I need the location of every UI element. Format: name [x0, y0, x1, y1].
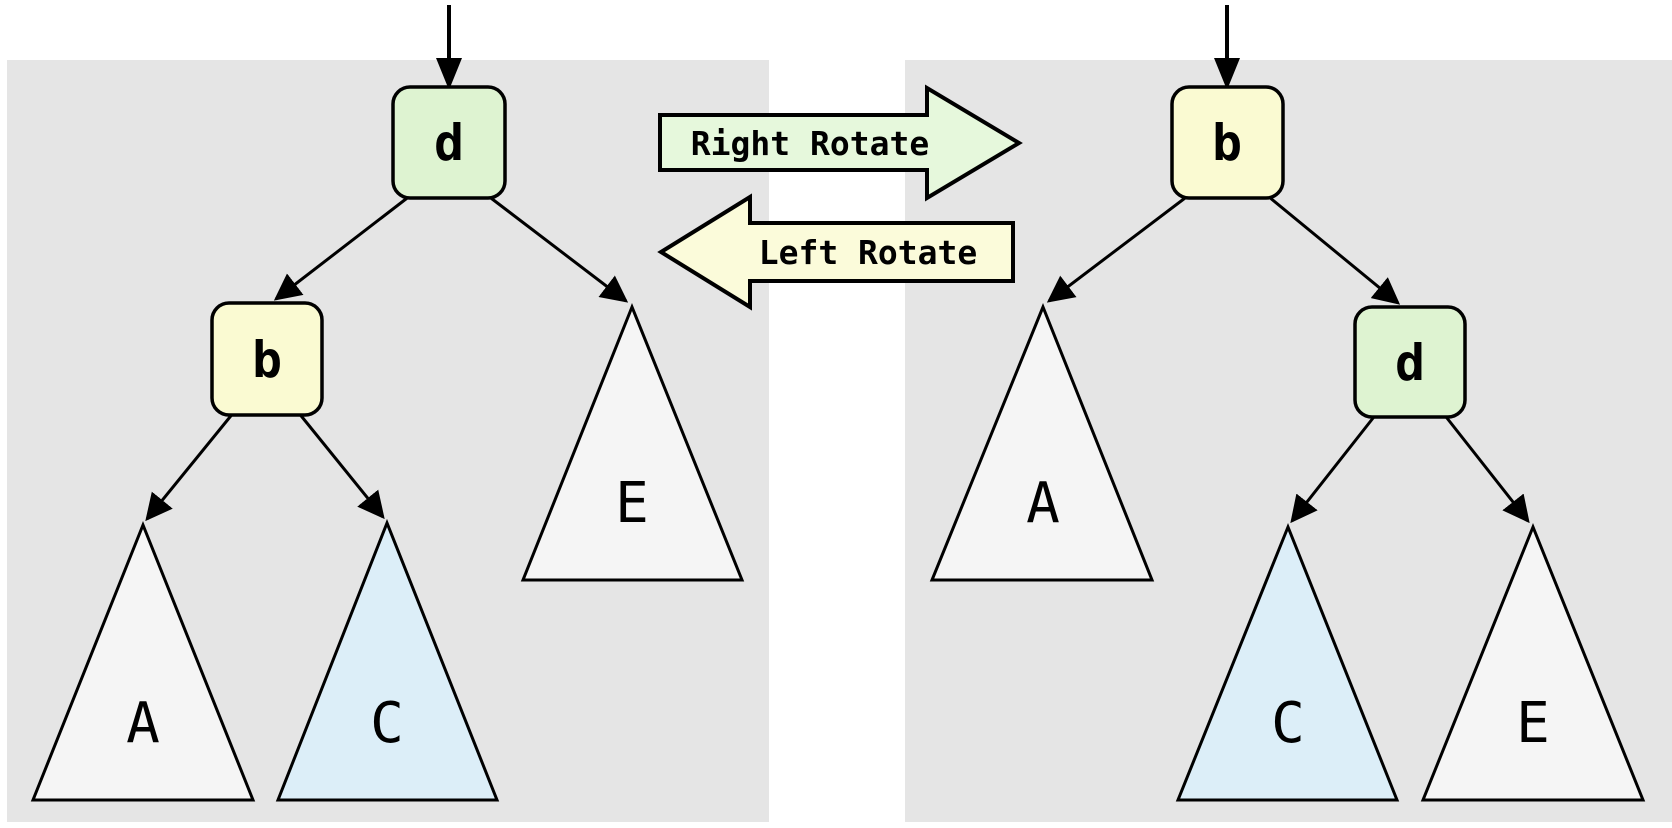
left-subtree-E: E	[520, 302, 745, 582]
right-rotate-label: Right Rotate	[691, 124, 929, 163]
right-tree-node-b: b	[1170, 85, 1285, 200]
left-tree-node-d: d	[391, 85, 507, 200]
left-edge-b-to-A	[145, 411, 236, 522]
left-subtree-C: C	[275, 518, 500, 802]
left-subtree-A: A	[30, 520, 256, 802]
left-node-d-label: d	[434, 114, 464, 172]
right-subtree-C-label: C	[1271, 691, 1305, 756]
right-edge-b-to-d	[1262, 190, 1401, 305]
left-tree-edges	[145, 190, 629, 522]
left-rotate-arrow-shape	[657, 193, 1015, 311]
right-tree-node-d: d	[1353, 305, 1467, 419]
left-edge-d-to-E	[482, 190, 629, 303]
right-subtree-E-triangle	[1420, 522, 1646, 802]
right-node-d-label: d	[1395, 334, 1425, 392]
left-subtree-C-triangle	[275, 518, 500, 802]
left-subtree-E-triangle	[520, 302, 745, 582]
left-edge-d-to-b	[273, 190, 416, 301]
left-node-b-label: b	[252, 331, 282, 389]
right-edge-d-to-E	[1441, 412, 1530, 524]
left-edge-b-to-C	[296, 411, 385, 520]
right-subtree-A-triangle	[929, 302, 1155, 582]
left-node-d-box	[391, 85, 507, 200]
left-rotate-arrow: Left Rotate	[657, 193, 1015, 311]
right-subtree-E-label: E	[1516, 691, 1550, 756]
right-edge-b-to-A	[1046, 190, 1194, 303]
right-rotate-arrow-shape	[658, 84, 1023, 202]
left-root-pointer-head	[436, 58, 462, 90]
right-tree-root-pointer-arrow	[1214, 5, 1240, 90]
right-node-d-box	[1353, 305, 1467, 419]
right-edge-d-to-C	[1290, 412, 1379, 524]
right-subtree-A: A	[929, 302, 1155, 582]
right-tree-edges	[1046, 190, 1530, 524]
left-tree-node-b: b	[210, 301, 324, 417]
left-tree-root-pointer-arrow	[436, 5, 462, 90]
left-node-b-box	[210, 301, 324, 417]
left-subtree-C-label: C	[370, 691, 404, 756]
right-node-b-label: b	[1212, 114, 1242, 172]
left-subtree-A-triangle	[30, 520, 256, 802]
right-subtree-A-label: A	[1026, 471, 1060, 536]
right-root-pointer-head	[1214, 58, 1240, 90]
right-subtree-E: E	[1420, 522, 1646, 802]
right-rotate-arrow: Right Rotate	[658, 84, 1023, 202]
right-node-b-box	[1170, 85, 1285, 200]
left-subtree-A-label: A	[126, 691, 160, 756]
right-subtree-C-triangle	[1175, 522, 1400, 802]
right-subtree-C: C	[1175, 522, 1400, 802]
left-rotate-label: Left Rotate	[759, 233, 978, 272]
left-subtree-E-label: E	[615, 471, 649, 536]
